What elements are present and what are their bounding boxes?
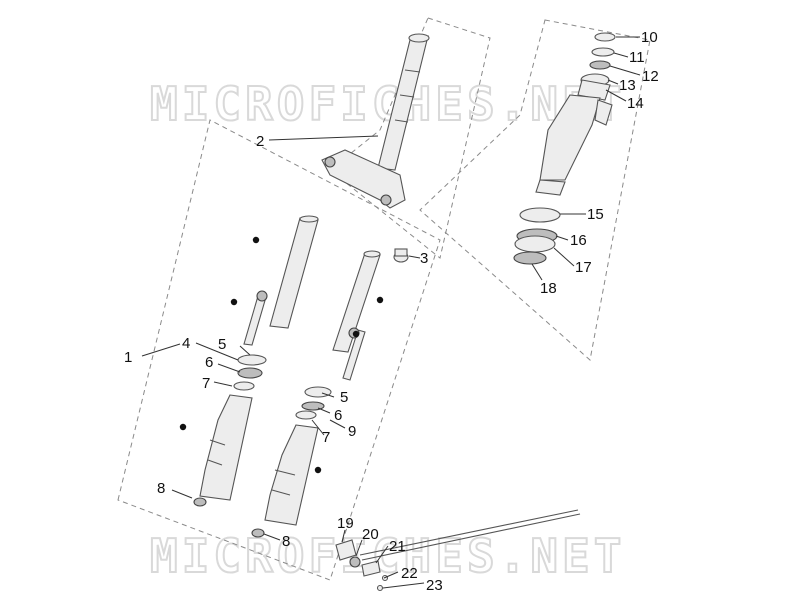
callout-11: 11 [629,49,645,66]
callout-16: 16 [570,232,587,249]
callout-15: 15 [587,206,604,223]
callout-7a: 7 [202,375,210,392]
callout-6a: 6 [205,354,213,371]
watermark-top: MICROFICHES.NET [150,77,625,131]
callout-23: 23 [426,577,443,594]
watermark-bottom: MICROFICHES.NET [150,529,625,583]
left-fork [193,215,319,507]
callout-21: 21 [389,538,406,555]
callout-13: 13 [619,77,636,94]
frame-steering-bearings [419,19,651,361]
callout-5b: 5 [340,389,348,406]
callout-5a: 5 [218,336,226,353]
callout-8b: 8 [282,533,290,550]
callout-3: 3 [420,250,428,267]
callout-1: 1 [124,349,132,366]
callout-2: 2 [256,133,264,150]
frame-steering-stem [329,17,491,259]
callout-17: 17 [575,259,592,276]
callout-19: 19 [337,515,354,532]
callout-22: 22 [401,565,418,582]
group-frames [117,17,651,581]
bearing-stack [513,32,616,265]
callout-4: 4 [182,335,190,352]
callout-18: 18 [540,280,557,297]
callout-12: 12 [642,68,659,85]
callout-20: 20 [362,526,379,543]
leader-lines [141,36,641,589]
callout-7b: 7 [322,429,330,446]
frame-fork-assembly [117,119,441,581]
callout-9: 9 [348,423,356,440]
right-fork [251,250,381,538]
steering-stem [321,33,430,209]
callout-6b: 6 [334,407,342,424]
callout-labels: 1 2 3 4 5 6 7 8 5 6 7 9 8 10 11 12 13 14… [124,29,659,594]
callout-8a: 8 [157,480,165,497]
axle-assembly [335,509,581,592]
callout-10: 10 [641,29,658,46]
bolt-cap [393,248,409,263]
callout-14: 14 [627,95,644,112]
group-dots [179,236,384,474]
